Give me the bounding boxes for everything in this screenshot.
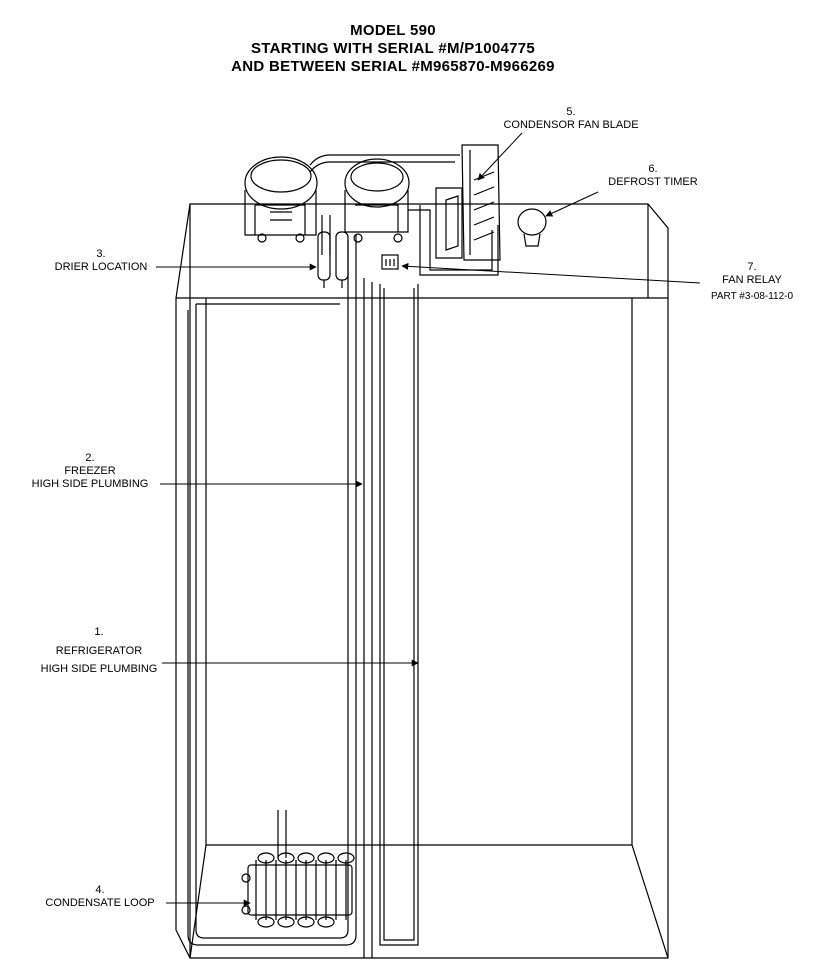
freezer-high-side-loop: [187, 235, 357, 946]
callout-5-line1: CONDENSOR FAN BLADE: [503, 119, 639, 131]
cabinet-outline: [175, 203, 669, 959]
leader-5: [477, 132, 523, 181]
callout-6-defrost-timer: 6. DEFROST TIMER: [598, 163, 708, 189]
leader-6: [545, 191, 599, 217]
callout-6-line1: DEFROST TIMER: [608, 176, 698, 188]
title-line-1: MODEL 590: [350, 22, 436, 39]
condensate-loop: [241, 810, 355, 928]
callout-7-line1: FAN RELAY: [722, 274, 782, 286]
callout-2-line1: FREEZER: [64, 465, 116, 477]
callout-5-condensor-fan-blade: 5. CONDENSOR FAN BLADE: [488, 106, 654, 132]
leader-7: [401, 262, 701, 284]
title-line-3: AND BETWEEN SERIAL #M965870-M966269: [231, 58, 555, 75]
callout-7-line2: PART #3-08-112-0: [710, 291, 794, 302]
callout-4-condensate-loop: 4. CONDENSATE LOOP: [36, 884, 164, 910]
callout-4-number: 4.: [95, 884, 105, 896]
callout-1-line1: REFRIGERATOR: [55, 645, 143, 657]
callout-1-number: 1.: [94, 626, 104, 638]
callout-2-line2: HIGH SIDE PLUMBING: [31, 478, 149, 490]
callout-4-line1: CONDENSATE LOOP: [45, 897, 155, 909]
callout-5-number: 5.: [566, 106, 576, 118]
callout-2-number: 2.: [85, 452, 95, 464]
fan-relay: [381, 254, 399, 270]
mullion: [363, 278, 419, 958]
left-compressor: [244, 156, 318, 243]
callout-7-fan-relay: 7. FAN RELAY PART #3-08-112-0: [696, 261, 808, 303]
defrost-timer: [517, 208, 547, 247]
callout-3-number: 3.: [96, 248, 106, 260]
right-compressor: [344, 158, 410, 243]
drier: [317, 231, 349, 288]
callout-1-line2: HIGH SIDE PLUMBING: [40, 663, 158, 675]
title-line-2: STARTING WITH SERIAL #M/P1004775: [250, 40, 536, 57]
callout-6-number: 6.: [648, 163, 658, 175]
callout-1-refrigerator-high-side: 1. REFRIGERATOR HIGH SIDE PLUMBING: [22, 626, 176, 676]
callout-2-freezer-high-side: 2. FREEZER HIGH SIDE PLUMBING: [18, 452, 162, 491]
top-tubing: [309, 154, 499, 276]
callout-3-drier-location: 3. DRIER LOCATION: [44, 248, 158, 274]
callout-7-number: 7.: [747, 261, 757, 273]
callout-3-line1: DRIER LOCATION: [54, 261, 148, 273]
